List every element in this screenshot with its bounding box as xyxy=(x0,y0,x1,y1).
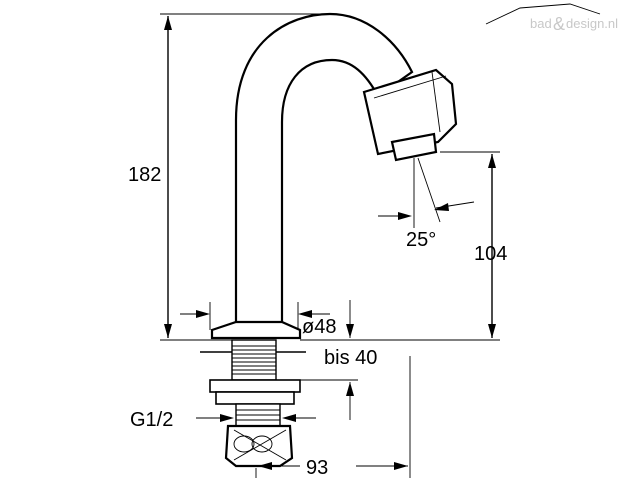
height-total-label: 182 xyxy=(128,164,161,186)
aerator-head xyxy=(362,68,458,156)
arrowhead xyxy=(488,324,496,338)
arrowhead xyxy=(398,212,412,220)
dimension-base-diameter: ø48 xyxy=(180,302,336,338)
angle-label: 25° xyxy=(406,229,436,251)
dimension-angle: 25° xyxy=(378,157,475,251)
arrowhead xyxy=(282,414,296,422)
arrowhead xyxy=(394,462,408,470)
watermark-ampersand: & xyxy=(553,14,565,34)
reach-label: 93 xyxy=(306,457,328,479)
nut-face xyxy=(251,435,273,453)
arrowhead xyxy=(164,324,172,338)
thread-label: G1/2 xyxy=(130,409,173,431)
outlet-height-label: 104 xyxy=(474,243,507,265)
base-diameter-label: ø48 xyxy=(302,316,336,338)
dimension-thread: G1/2 xyxy=(130,409,316,431)
arrowhead xyxy=(346,324,354,338)
lock-nut-top xyxy=(209,379,301,393)
aerator-edge xyxy=(431,71,441,133)
watermark-text-right: design.nl xyxy=(566,16,618,31)
dimension-height-total: 182 xyxy=(128,13,330,341)
faucet-spout xyxy=(234,12,458,330)
aerator-nozzle xyxy=(390,132,438,162)
faucet-base xyxy=(200,320,306,353)
lock-nut-bottom xyxy=(215,391,295,405)
threaded-shank xyxy=(209,339,301,468)
arrowhead xyxy=(346,382,354,396)
arrowhead xyxy=(220,414,234,422)
arrowhead xyxy=(298,310,312,318)
watermark: bad & design.nl xyxy=(485,3,618,34)
watermark-text-left: bad xyxy=(530,16,552,31)
spout-tube xyxy=(234,12,414,330)
aerator-edge xyxy=(373,75,447,99)
dimension-reach: 93 xyxy=(255,356,411,479)
arrowhead xyxy=(488,154,496,168)
max-thickness-label: bis 40 xyxy=(324,347,377,369)
arrowhead xyxy=(196,310,210,318)
dimension-max-thickness: bis 40 xyxy=(300,300,377,420)
shank-upper xyxy=(231,339,277,381)
watermark-roof xyxy=(485,3,601,25)
arrowhead xyxy=(434,203,449,211)
base-rosette xyxy=(210,320,302,340)
dimension-outlet-height: 104 xyxy=(300,151,507,341)
arrowhead xyxy=(258,462,272,470)
arrowhead xyxy=(164,16,172,30)
